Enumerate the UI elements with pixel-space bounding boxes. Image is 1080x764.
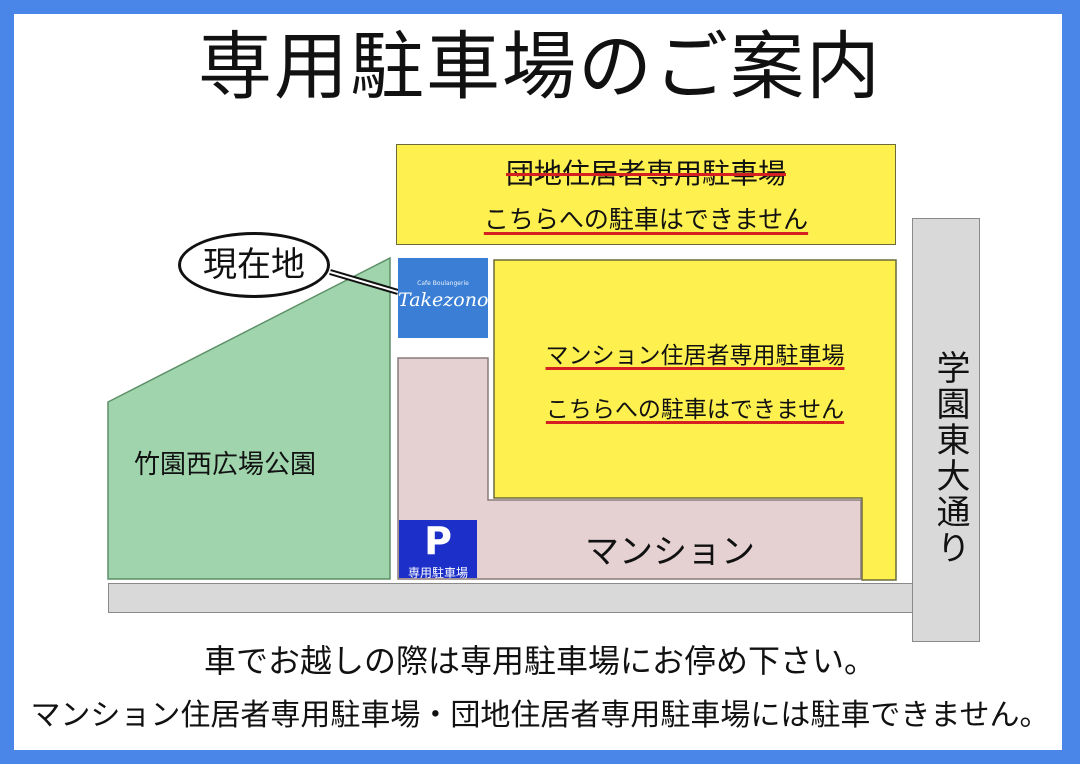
park-label: 竹園西広場公園 [134, 450, 317, 480]
page-title: 専用駐車場のご案内 [198, 24, 882, 110]
mansion-lot-notice: こちらへの駐車はできません [545, 397, 845, 423]
note-line-1: 車でお越しの際は専用駐車場にお停め下さい。 [203, 642, 876, 680]
parking-label: 専用駐車場 [407, 566, 468, 580]
vertical-road [912, 218, 980, 642]
danchi-lot-notice: こちらへの駐車はできません [483, 205, 809, 234]
danchi-parking-lot [396, 144, 896, 245]
cafe-building: Cafe Boulangerie Takezono [398, 258, 488, 338]
dedicated-parking: P 専用駐車場 [399, 519, 477, 580]
cafe-subtitle: Cafe Boulangerie [417, 280, 469, 287]
mansion-shape [397, 357, 862, 580]
bubble-pointer-inner [329, 271, 399, 293]
current-location-label: 現在地 [203, 245, 305, 285]
horizontal-road [108, 583, 926, 613]
mansion-label: マンション [585, 532, 755, 572]
danchi-lot-name: 団地住居者専用駐車場 [505, 157, 786, 190]
mansion-lot-shape [493, 259, 897, 581]
parking-icon: P [424, 519, 452, 563]
street-name: 学園東大通り [930, 350, 970, 566]
road-junction-cover [913, 584, 926, 612]
current-location-bubble: 現在地 [178, 232, 330, 298]
mansion-lot-name: マンション住居者専用駐車場 [545, 343, 845, 369]
cafe-name: Takezono [398, 289, 489, 311]
note-line-2: マンション住居者専用駐車場・団地住居者専用駐車場には駐車できません。 [30, 698, 1050, 733]
park-shape [107, 256, 391, 580]
